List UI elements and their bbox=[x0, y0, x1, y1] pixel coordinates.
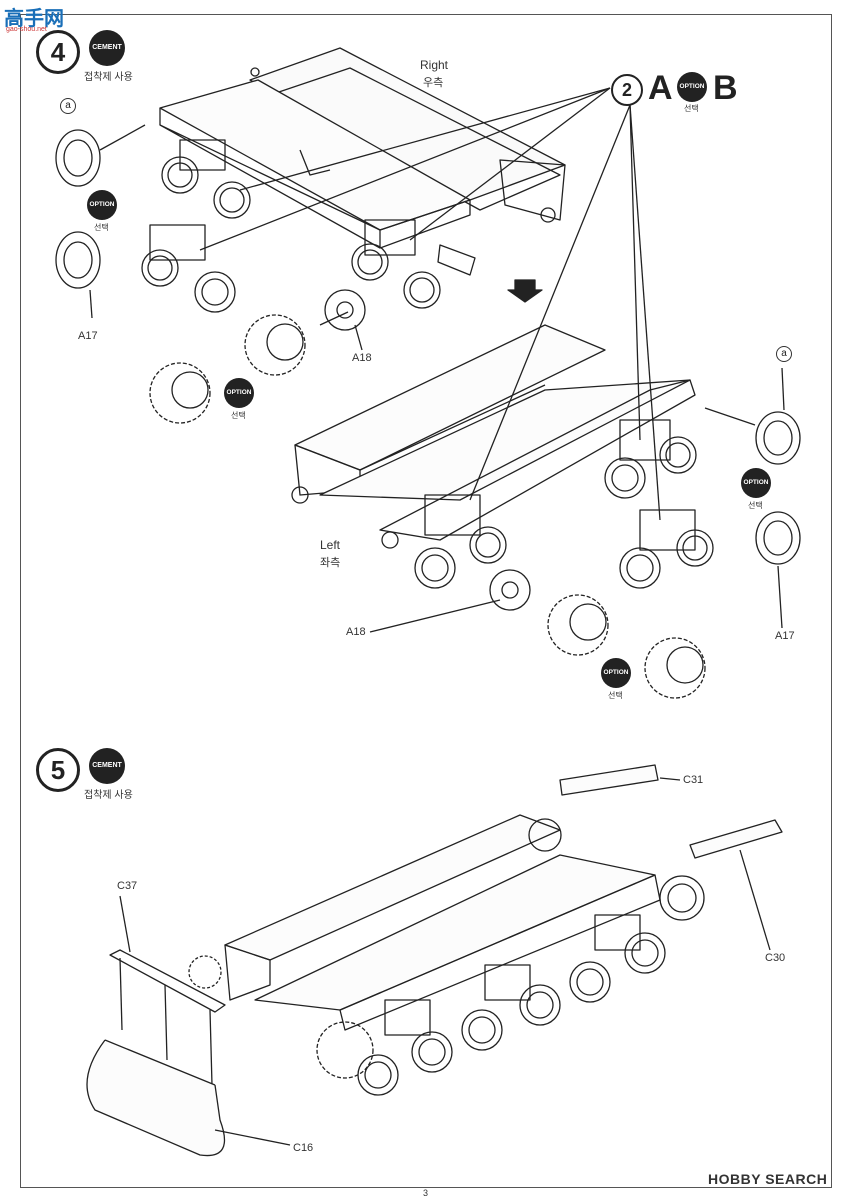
page-number: 3 bbox=[423, 1188, 429, 1198]
label-left-kr: 좌측 bbox=[320, 557, 341, 569]
part-a18-label: A18 bbox=[346, 626, 366, 638]
part-c37-label: C37 bbox=[117, 880, 138, 892]
cement-caption: 접착제 사용 bbox=[84, 790, 133, 801]
step-5-number: 5 bbox=[36, 748, 80, 792]
option-badge: OPTION bbox=[601, 658, 631, 688]
cement-badge: CEMENT bbox=[89, 30, 125, 66]
part-a17-label: A17 bbox=[78, 330, 98, 342]
marker-a-circle: a bbox=[776, 346, 792, 362]
option-caption: 선택 bbox=[608, 691, 623, 700]
option-badge: OPTION bbox=[677, 72, 707, 102]
option-caption: 선택 bbox=[231, 411, 246, 420]
hobby-search-watermark: HOBBY SEARCH bbox=[708, 1171, 828, 1187]
option-caption: 선택 bbox=[684, 104, 699, 113]
label-left-en: Left bbox=[320, 538, 341, 552]
marker-a-circle: a bbox=[60, 98, 76, 114]
option-caption: 선택 bbox=[94, 223, 109, 232]
option-badge: OPTION bbox=[87, 190, 117, 220]
option-caption: 선택 bbox=[748, 501, 763, 510]
part-a17-label: A17 bbox=[775, 630, 795, 642]
ref-step-circle: 2 bbox=[611, 74, 643, 106]
page-frame bbox=[20, 14, 832, 1188]
cement-badge: CEMENT bbox=[89, 748, 125, 784]
site-logo: 高手网 gao-shou.net bbox=[0, 0, 70, 34]
part-c30-label: C30 bbox=[765, 952, 786, 964]
logo-sub-text: gao-shou.net bbox=[6, 26, 47, 33]
option-b-letter: B bbox=[713, 69, 738, 107]
label-right-kr: 우측 bbox=[423, 77, 444, 89]
part-c31-label: C31 bbox=[683, 774, 704, 786]
option-badge: OPTION bbox=[224, 378, 254, 408]
label-right-en: Right bbox=[420, 58, 449, 72]
part-c16-label: C16 bbox=[293, 1142, 314, 1154]
cement-caption: 접착제 사용 bbox=[84, 72, 133, 83]
step-4-number: 4 bbox=[36, 30, 80, 74]
option-a-letter: A bbox=[648, 69, 673, 107]
option-badge: OPTION bbox=[741, 468, 771, 498]
part-a18-label: A18 bbox=[352, 352, 372, 364]
logo-main-text: 高手网 bbox=[4, 8, 64, 30]
